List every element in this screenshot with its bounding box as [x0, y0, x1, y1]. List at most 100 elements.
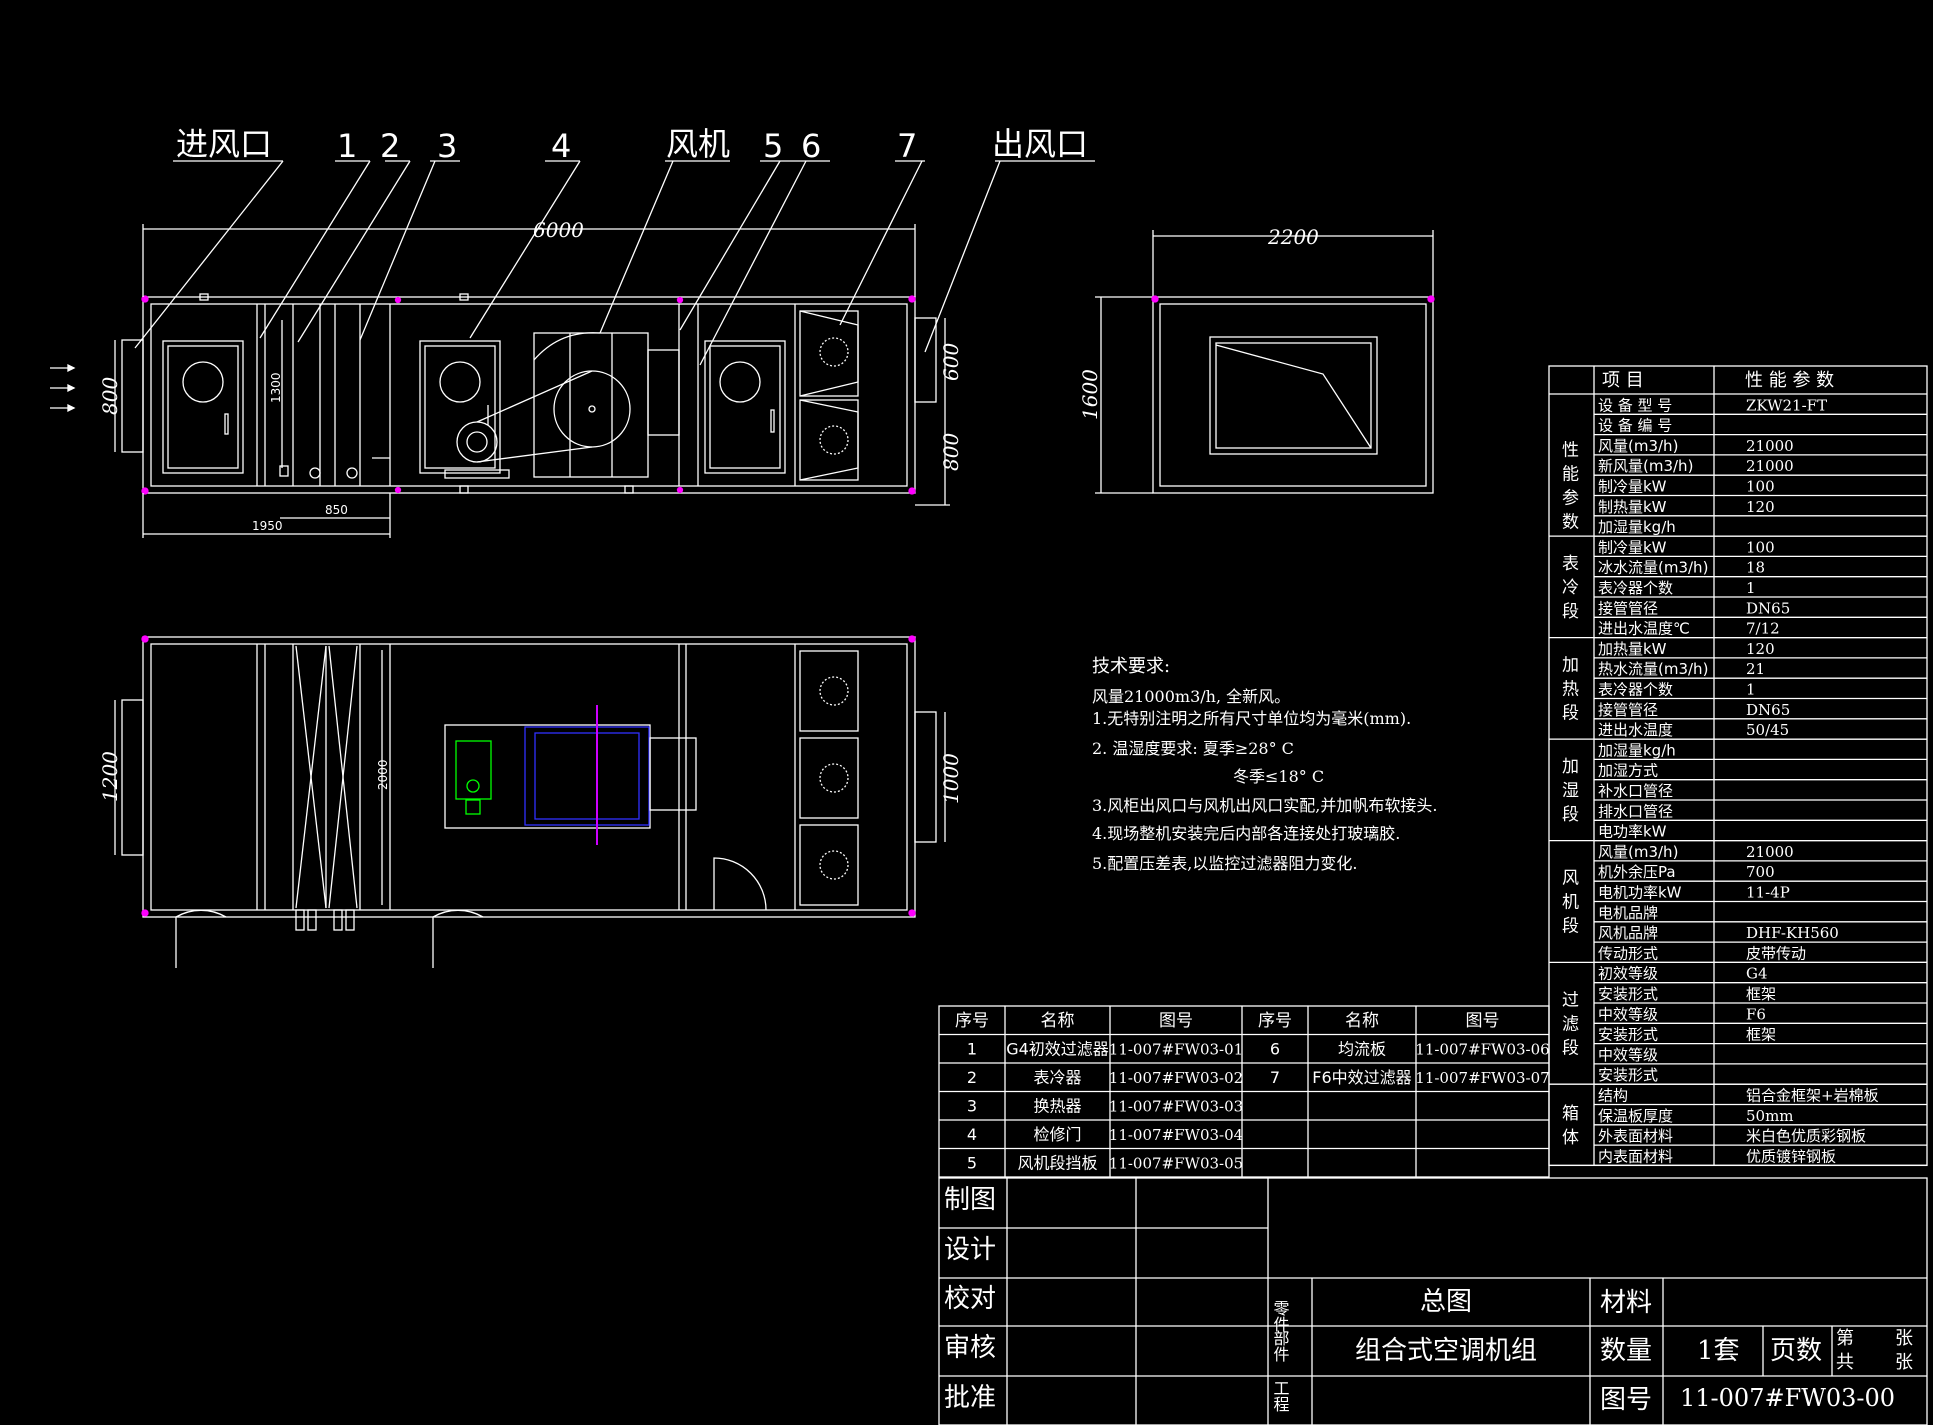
parts-cell: F6中效过滤器 [1312, 1068, 1411, 1087]
role-checker: 校对 [944, 1284, 996, 1314]
perf-row-label: 加湿方式 [1598, 762, 1658, 780]
perf-group-name: 加热段 [1562, 655, 1579, 723]
parts-cell: G4初效过滤器 [1006, 1040, 1109, 1059]
callout-outlet: 出风口 [992, 125, 1088, 163]
perf-row-label: 加湿量kg/h [1598, 518, 1676, 536]
parts-cell: 11-007#FW03-01 [1109, 1041, 1243, 1059]
perf-row-value: 100 [1746, 478, 1775, 496]
perf-row-label: 安装形式 [1598, 1026, 1658, 1044]
perf-row-label: 热水流量(m3/h) [1598, 660, 1708, 678]
perf-row-label: 制热量kW [1598, 498, 1667, 516]
parts-cell: 风机段挡板 [1017, 1154, 1097, 1173]
parts-cell: 3 [967, 1097, 977, 1116]
material-label: 材料 [1600, 1288, 1652, 1318]
sheet-unit-2: 张 [1895, 1352, 1913, 1373]
dim-plan-mid: 2000 [376, 759, 390, 790]
perf-row-label: 接管管径 [1598, 599, 1658, 617]
callout-inlet: 进风口 [176, 125, 272, 163]
tech-line-2: 1.无特别注明之所有尺寸单位均为毫米(mm). [1092, 709, 1411, 728]
category-part: 零件 [1271, 1300, 1290, 1332]
sheet-label: 第 [1836, 1328, 1854, 1349]
perf-row-label: 接管管径 [1598, 701, 1658, 719]
parts-cell: 7 [1270, 1068, 1280, 1087]
perf-row-label: 电机品牌 [1598, 904, 1658, 922]
parts-table-grid [938, 1005, 1550, 1178]
perf-row-value: 21 [1746, 660, 1765, 678]
perf-row-value: 框架 [1746, 985, 1776, 1003]
dim-outlet-height: 600 [939, 343, 963, 381]
perf-row-value: 1 [1746, 579, 1756, 597]
perf-row-label: 风量(m3/h) [1598, 437, 1678, 455]
callout-6: 6 [801, 127, 821, 165]
perf-row-value: 120 [1746, 640, 1775, 658]
perf-row-value: 18 [1746, 559, 1765, 577]
perf-row-value: 优质镀锌钢板 [1746, 1147, 1836, 1165]
perf-row-value: 700 [1746, 863, 1775, 881]
perf-row-label: 外表面材料 [1598, 1127, 1673, 1145]
dim-plan-inlet: 1200 [98, 751, 122, 802]
perf-group-name: 过滤段 [1562, 990, 1579, 1058]
dim-inlet-height: 800 [98, 377, 122, 415]
dim-outlet-bottom: 800 [939, 433, 963, 471]
fan-housing [533, 332, 649, 478]
parts-cell: 2 [967, 1068, 977, 1087]
parts-header: 序号 [1258, 1011, 1292, 1031]
perf-row-label: 初效等级 [1598, 965, 1658, 983]
perf-row-label: 安装形式 [1598, 985, 1658, 1003]
callout-4: 4 [551, 127, 571, 165]
tech-line-4: 冬季≤18° C [1233, 767, 1324, 786]
perf-row-label: 风机品牌 [1598, 924, 1658, 942]
motor [456, 421, 498, 463]
tech-line-3: 2. 温湿度要求: 夏季≥28° C [1092, 739, 1294, 758]
perf-row-label: 加热量kW [1598, 640, 1667, 658]
plan-filter-boxes [799, 650, 859, 906]
perf-row-value: 米白色优质彩钢板 [1746, 1127, 1866, 1145]
dim-850: 850 [325, 503, 348, 517]
tech-line-1: 风量21000m3/h, 全新风。 [1092, 687, 1290, 706]
dim-1950: 1950 [252, 519, 283, 533]
parts-cell: 均流板 [1338, 1040, 1386, 1059]
callout-fan: 风机 [666, 125, 730, 163]
perf-row-value: 21000 [1746, 843, 1794, 861]
tech-title: 技术要求: [1092, 656, 1170, 677]
perf-row-label: 安装形式 [1598, 1066, 1658, 1084]
role-designer: 设计 [944, 1235, 996, 1265]
parts-cell: 11-007#FW03-05 [1109, 1155, 1243, 1173]
tech-line-5: 3.风柜出风口与风机出风口实配,并加帆布软接头. [1092, 796, 1437, 815]
perf-row-label: 冰水流量(m3/h) [1598, 559, 1708, 577]
sheet-unit-1: 张 [1895, 1328, 1913, 1349]
filter-boxes [799, 310, 859, 481]
perf-row-label: 制冷量kW [1598, 478, 1667, 496]
pages-label: 页数 [1770, 1336, 1822, 1366]
dim-width: 2200 [1267, 225, 1319, 249]
fan-assembly [524, 726, 650, 826]
perf-row-label: 补水口管径 [1598, 782, 1673, 800]
parts-cell: 11-007#FW03-02 [1109, 1069, 1243, 1087]
perf-group-name: 表冷段 [1562, 554, 1579, 622]
perf-row-label: 电功率kW [1598, 823, 1667, 841]
callout-2: 2 [380, 127, 400, 165]
access-door-2 [419, 340, 501, 474]
parts-cell: 11-007#FW03-04 [1109, 1126, 1243, 1144]
parts-cell: 6 [1270, 1040, 1280, 1059]
perf-row-value: 21000 [1746, 457, 1794, 475]
drawing-number-label: 图号 [1600, 1385, 1652, 1415]
parts-cell: 11-007#FW03-03 [1109, 1098, 1243, 1116]
perf-row-label: 电机功率kW [1598, 884, 1682, 902]
sheet-total-label: 共 [1836, 1352, 1854, 1373]
perf-row-value: ZKW21-FT [1746, 396, 1827, 414]
parts-cell: 检修门 [1033, 1125, 1081, 1144]
dim-inner-height: 1300 [269, 372, 283, 403]
perf-group-name: 性能参数 [1562, 440, 1579, 532]
perf-row-label: 进出水温度℃ [1598, 620, 1690, 638]
perf-row-value: G4 [1746, 965, 1768, 983]
role-approver: 批准 [944, 1383, 996, 1413]
callout-5: 5 [763, 127, 783, 165]
parts-cell: 表冷器 [1033, 1068, 1081, 1087]
quantity-label: 数量 [1600, 1336, 1652, 1366]
perf-row-value: DN65 [1746, 599, 1790, 617]
perf-row-label: 排水口管径 [1598, 802, 1673, 820]
